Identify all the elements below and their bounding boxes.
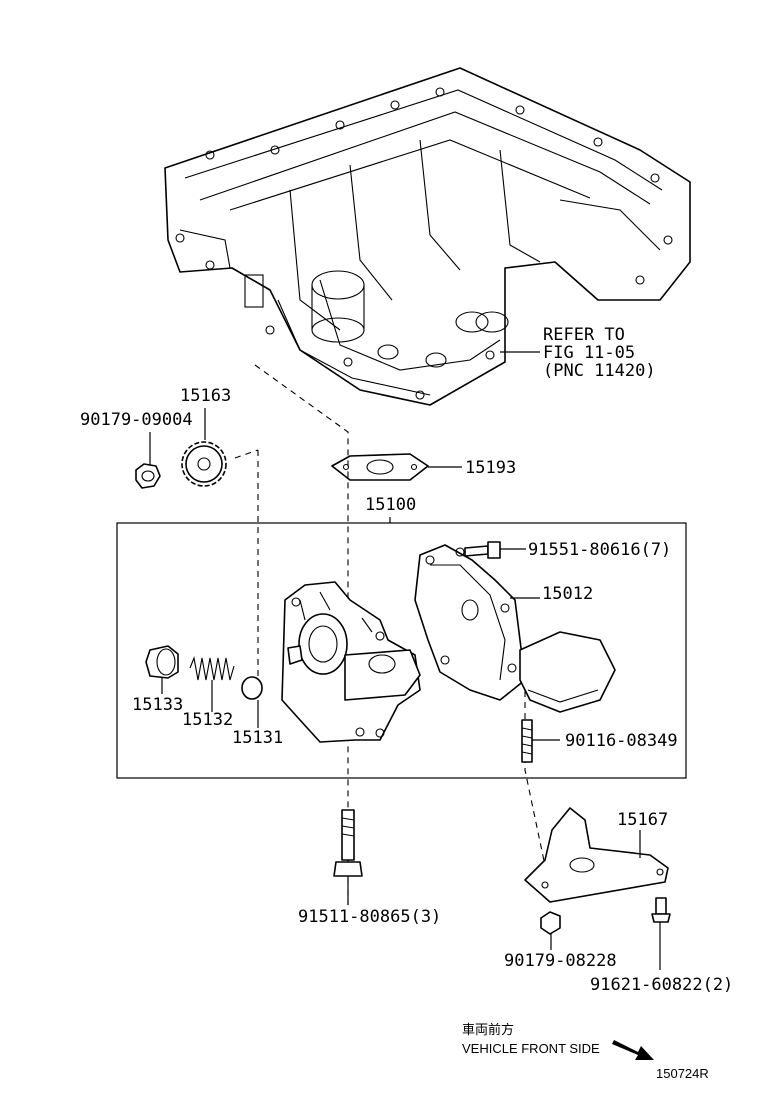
bolt-91551-illustration bbox=[464, 541, 501, 559]
label-15133: 15133 bbox=[132, 695, 183, 715]
bolt-91621-illustration bbox=[651, 897, 671, 923]
refer-line-3: (PNC 11420) bbox=[543, 361, 656, 381]
label-15100: 15100 bbox=[365, 495, 416, 515]
relief-valve-illustration bbox=[241, 676, 263, 700]
direction-jp-label: 車両前方 bbox=[462, 1022, 514, 1037]
oil-pump-illustration bbox=[281, 581, 421, 743]
nut-illustration bbox=[135, 463, 161, 489]
refer-line-1: REFER TO bbox=[543, 325, 625, 345]
label-90179-09004: 90179-09004 bbox=[80, 410, 193, 430]
strainer-illustration bbox=[519, 631, 616, 713]
stud-illustration bbox=[521, 719, 533, 763]
label-15131: 15131 bbox=[232, 728, 283, 748]
label-91621-60822: 91621-60822(2) bbox=[590, 975, 733, 995]
label-15163: 15163 bbox=[180, 386, 231, 406]
label-15167: 15167 bbox=[617, 810, 668, 830]
label-15132: 15132 bbox=[182, 710, 233, 730]
gasket-illustration bbox=[331, 453, 429, 481]
refer-line-2: FIG 11-05 bbox=[543, 343, 635, 363]
oil-pan-illustration bbox=[164, 67, 691, 406]
label-15193: 15193 bbox=[465, 458, 516, 478]
label-91511-80865: 91511-80865(3) bbox=[298, 907, 441, 927]
nut-90179-08228-illustration bbox=[540, 911, 561, 935]
sprocket-illustration bbox=[181, 441, 227, 487]
spring-illustration bbox=[189, 656, 235, 681]
plug-illustration bbox=[145, 645, 179, 679]
label-91551-80616: 91551-80616(7) bbox=[528, 540, 671, 560]
figure-id: 150724R bbox=[656, 1066, 709, 1081]
label-90116-08349: 90116-08349 bbox=[565, 731, 678, 751]
bracket-illustration bbox=[524, 807, 669, 903]
label-15012: 15012 bbox=[542, 584, 593, 604]
assembly-group-box bbox=[116, 522, 687, 779]
pump-cover-illustration bbox=[414, 544, 526, 701]
bolt-91511-illustration bbox=[333, 809, 363, 877]
direction-en-label: VEHICLE FRONT SIDE bbox=[462, 1041, 600, 1056]
arrow-icon bbox=[612, 1040, 654, 1060]
label-90179-08228: 90179-08228 bbox=[504, 951, 617, 971]
